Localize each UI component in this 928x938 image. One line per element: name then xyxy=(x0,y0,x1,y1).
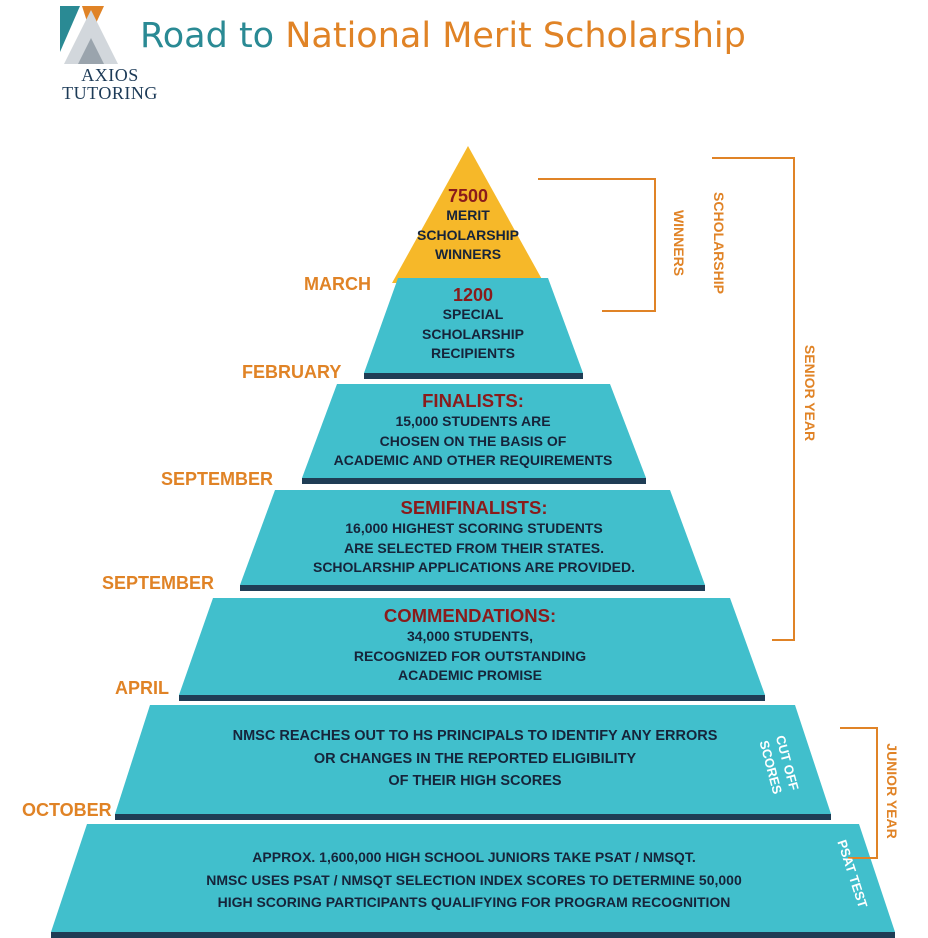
tier-line: MERIT xyxy=(446,207,490,223)
tier-psat: APPROX. 1,600,000 HIGH SCHOOL JUNIORS TA… xyxy=(206,846,741,914)
month-label-april: APRIL xyxy=(115,678,169,698)
tier-shadow xyxy=(302,478,646,484)
tier-line: OF THEIR HIGH SCORES xyxy=(388,773,562,789)
tier-line: APPROX. 1,600,000 HIGH SCHOOL JUNIORS TA… xyxy=(252,849,696,865)
tier-special-scholarship: 1200 SPECIAL SCHOLARSHIP RECIPIENTS xyxy=(422,285,524,364)
tier-shadow xyxy=(51,932,895,938)
tier-finalists: FINALISTS: 15,000 STUDENTS ARE CHOSEN ON… xyxy=(334,390,613,471)
tier-line: 15,000 STUDENTS ARE xyxy=(395,413,551,429)
tier-shape-cutoff xyxy=(115,705,831,814)
tier-line: ACADEMIC PROMISE xyxy=(398,667,542,683)
tier-commendations: COMMENDATIONS: 34,000 STUDENTS, RECOGNIZ… xyxy=(354,605,586,686)
month-label-september-finalists: SEPTEMBER xyxy=(161,469,274,489)
title-part-1: Road to xyxy=(140,16,275,56)
tier-line: ACADEMIC AND OTHER REQUIREMENTS xyxy=(333,452,613,468)
tier-shadow xyxy=(179,695,765,701)
tier-line: HIGH SCORING PARTICIPANTS QUALIFYING FOR… xyxy=(217,894,731,910)
axios-logo-mark-icon xyxy=(60,6,118,64)
tier-shape-special xyxy=(364,278,583,373)
tier-shape-finalists xyxy=(302,384,646,478)
tier-line: NMSC REACHES OUT TO HS PRINCIPALS TO IDE… xyxy=(232,728,718,744)
senior-year-bracket xyxy=(712,157,795,641)
tier-heading: COMMENDATIONS: xyxy=(383,605,557,626)
junior-year-label: JUNIOR YEAR xyxy=(884,743,900,839)
tier-line: SCHOLARSHIP xyxy=(422,325,524,342)
month-label-february: FEBRUARY xyxy=(242,362,342,382)
tier-shape-psat xyxy=(51,824,895,932)
tier-shape-commendations xyxy=(179,598,765,695)
tier-heading: FINALISTS: xyxy=(422,390,524,411)
tier-line: OR CHANGES IN THE REPORTED ELIGIBILITY xyxy=(313,750,637,767)
tier-semifinalists: SEMIFINALISTS: 16,000 HIGHEST SCORING ST… xyxy=(313,497,635,578)
winners-label: WINNERS xyxy=(671,209,687,277)
tier-shadow xyxy=(115,814,831,820)
logo-text-tutoring: TUTORING xyxy=(62,83,158,103)
tier-line: CHOSEN ON THE BASIS OF xyxy=(379,432,567,449)
tier-shape-winners xyxy=(392,146,544,283)
title-part-2: National Merit Scholarship xyxy=(285,16,746,56)
tier-merit-winners: 7500 MERIT SCHOLARSHIP WINNERS xyxy=(417,186,519,265)
scholarship-label: SCHOLARSHIP xyxy=(711,192,727,294)
tier-line: ARE SELECTED FROM THEIR STATES. xyxy=(343,539,605,556)
tier-heading: 1200 xyxy=(452,285,494,305)
tier-line: SCHOLARSHIP APPLICATIONS ARE PROVIDED. xyxy=(312,559,636,575)
tier-line: RECOGNIZED FOR OUTSTANDING xyxy=(353,647,587,664)
logo-text-axios: AXIOS xyxy=(81,65,139,85)
tier-shadow xyxy=(364,373,583,379)
winners-bracket xyxy=(538,178,656,312)
tier-line: 16,000 HIGHEST SCORING STUDENTS xyxy=(345,520,603,536)
senior-year-label: SENIOR YEAR xyxy=(802,344,818,442)
tier-line: NMSC USES PSAT / NMSQT SELECTION INDEX S… xyxy=(206,871,742,888)
tier-line: 34,000 STUDENTS, xyxy=(406,628,534,644)
month-label-march: MARCH xyxy=(304,274,371,294)
tier-heading: 7500 xyxy=(447,186,489,206)
junior-year-bracket xyxy=(840,727,878,859)
tier-nmsc-review: NMSC REACHES OUT TO HS PRINCIPALS TO IDE… xyxy=(233,725,718,793)
tier-shadow xyxy=(240,585,705,591)
tier-heading: SEMIFINALISTS: xyxy=(400,497,548,518)
tier-shape-semifinalists xyxy=(240,490,705,585)
month-label-september-semifinalists: SEPTEMBER xyxy=(102,573,215,593)
tier-line: RECIPIENTS xyxy=(430,345,515,361)
axios-logo: AXIOS TUTORING xyxy=(40,6,157,106)
tier-line: WINNERS xyxy=(434,246,502,262)
month-label-october: OCTOBER xyxy=(22,800,112,820)
tier-line: SPECIAL xyxy=(442,306,504,322)
page-title: Road to National Merit Scholarship xyxy=(140,14,746,58)
tier-line: SCHOLARSHIP xyxy=(417,226,519,243)
